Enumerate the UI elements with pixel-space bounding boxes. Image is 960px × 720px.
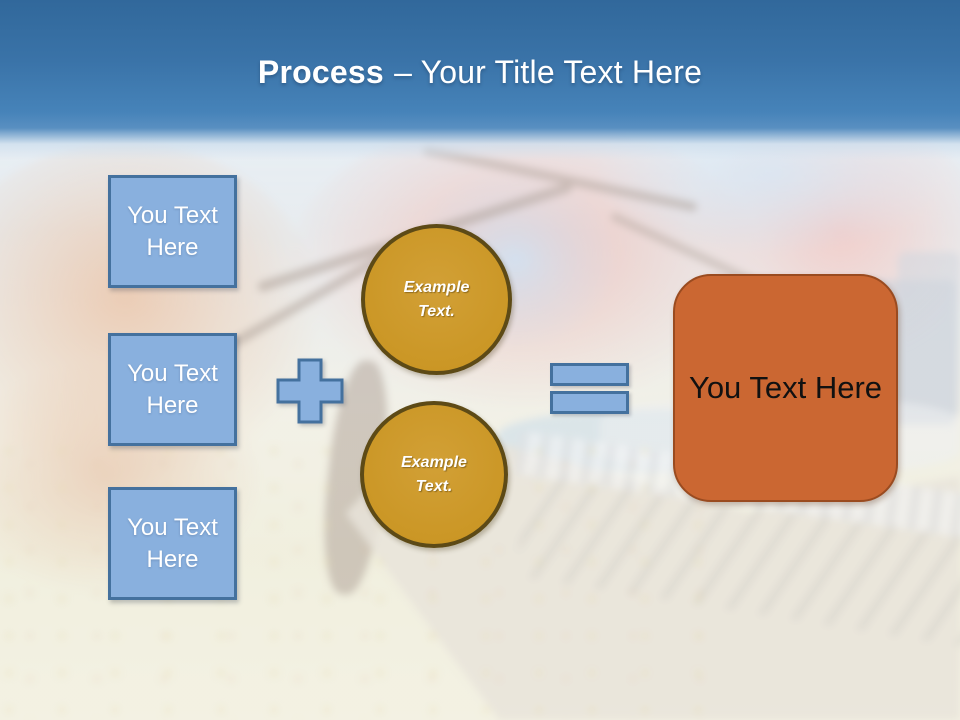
equals-icon [550,391,629,414]
plus-shape[interactable] [276,358,344,424]
input-box-3-label: You Text Here [127,513,218,573]
equals-shape[interactable] [550,363,629,414]
result-box[interactable]: You Text Here [673,274,898,502]
input-box-3[interactable]: You Text Here [108,487,237,600]
example-circle-2[interactable]: Example Text. [360,401,508,548]
input-box-1-label: You Text Here [127,201,218,261]
slide-title: Process – Your Title Text Here [0,54,960,91]
result-box-label: You Text Here [688,370,883,405]
input-box-2[interactable]: You Text Here [108,333,237,446]
title-emphasis: Process [257,54,384,90]
input-box-2-label: You Text Here [127,359,218,419]
plus-icon [276,358,344,424]
example-circle-1[interactable]: Example Text. [361,224,512,375]
input-box-1[interactable]: You Text Here [108,175,237,288]
title-rest: – Your Title Text Here [394,54,703,90]
example-circle-2-label: Example Text. [401,453,467,495]
equals-icon [550,363,629,386]
title-banner: Process – Your Title Text Here [0,0,960,160]
example-circle-1-label: Example Text. [403,278,470,320]
